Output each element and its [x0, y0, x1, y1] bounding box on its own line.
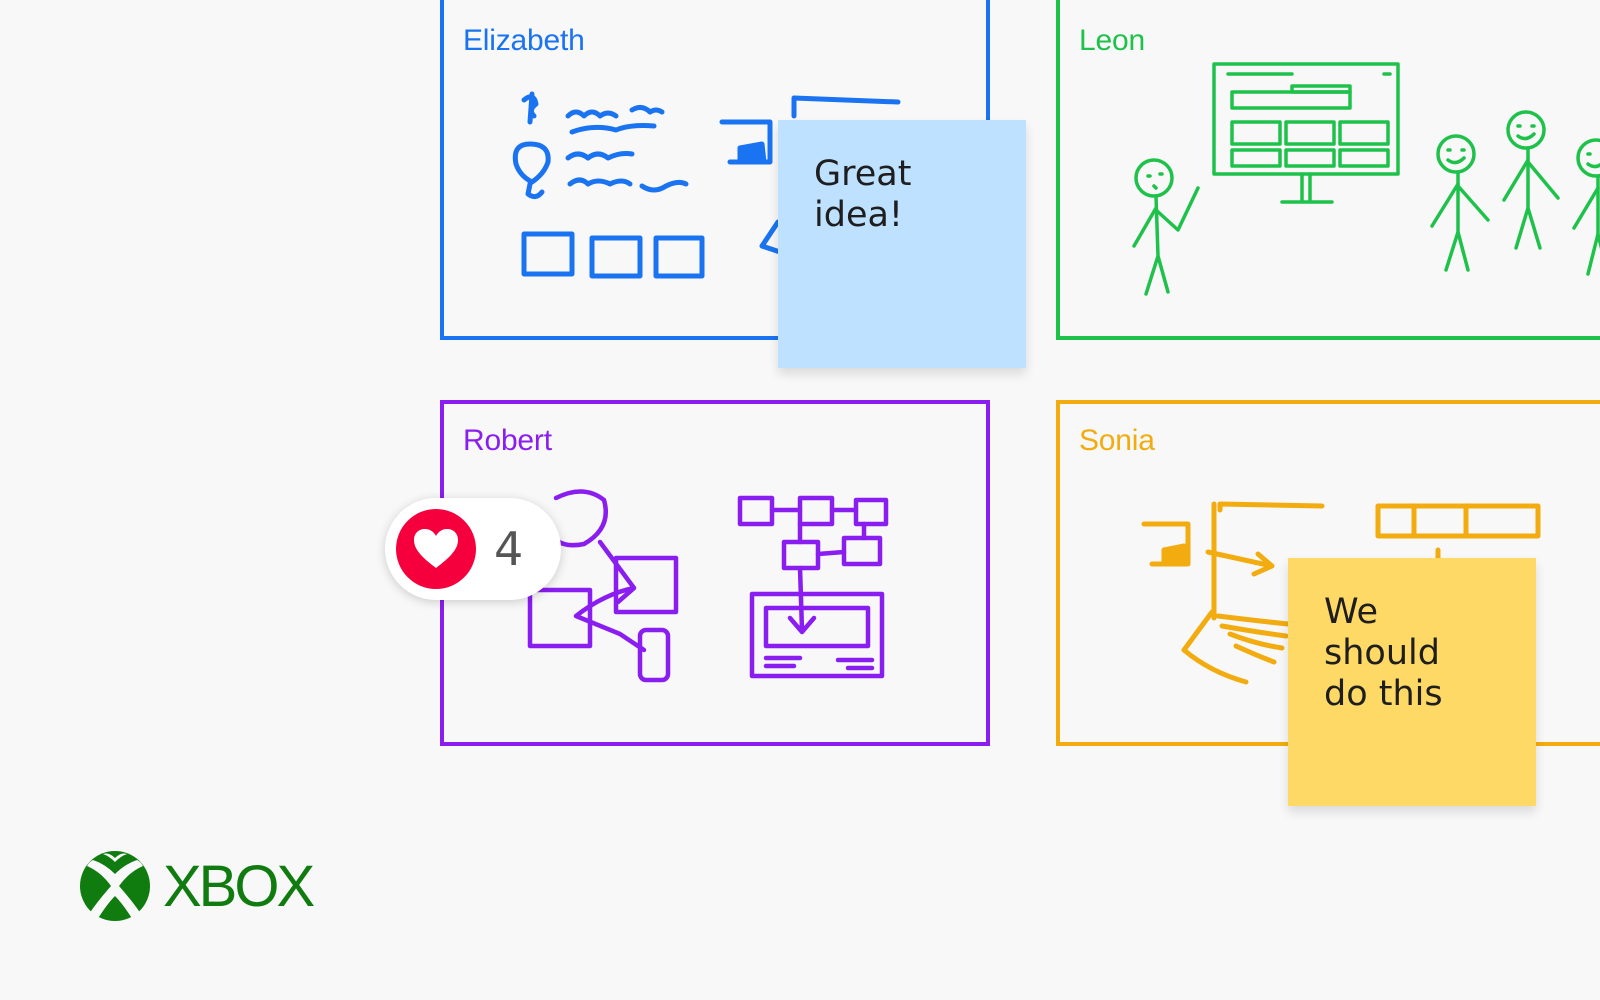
sticky-note-we-should-do-this[interactable]: We should do this [1288, 558, 1536, 806]
frame-label-robert: Robert [463, 424, 552, 457]
elizabeth-sketch [512, 91, 901, 279]
frame-elizabeth[interactable]: Elizabeth [440, 0, 990, 340]
xbox-logo: XBOX [79, 850, 329, 922]
leon-sketch [1132, 62, 1600, 296]
frame-label-sonia: Sonia [1079, 424, 1155, 457]
frame-robert[interactable]: Robert [440, 400, 990, 746]
xbox-wordmark: XBOX [163, 854, 315, 919]
xbox-sphere-icon [80, 851, 150, 921]
heart-reaction-button[interactable] [396, 509, 476, 589]
reaction-count: 4 [494, 522, 524, 576]
frame-label-leon: Leon [1079, 24, 1145, 57]
heart-reaction-badge[interactable]: 4 [385, 498, 561, 600]
robert-sketch [527, 489, 889, 683]
frame-leon[interactable]: Leon [1056, 0, 1600, 340]
sticky-note-great-idea[interactable]: Great idea! [778, 120, 1026, 368]
heart-icon [414, 529, 458, 568]
frame-label-elizabeth: Elizabeth [463, 24, 585, 57]
